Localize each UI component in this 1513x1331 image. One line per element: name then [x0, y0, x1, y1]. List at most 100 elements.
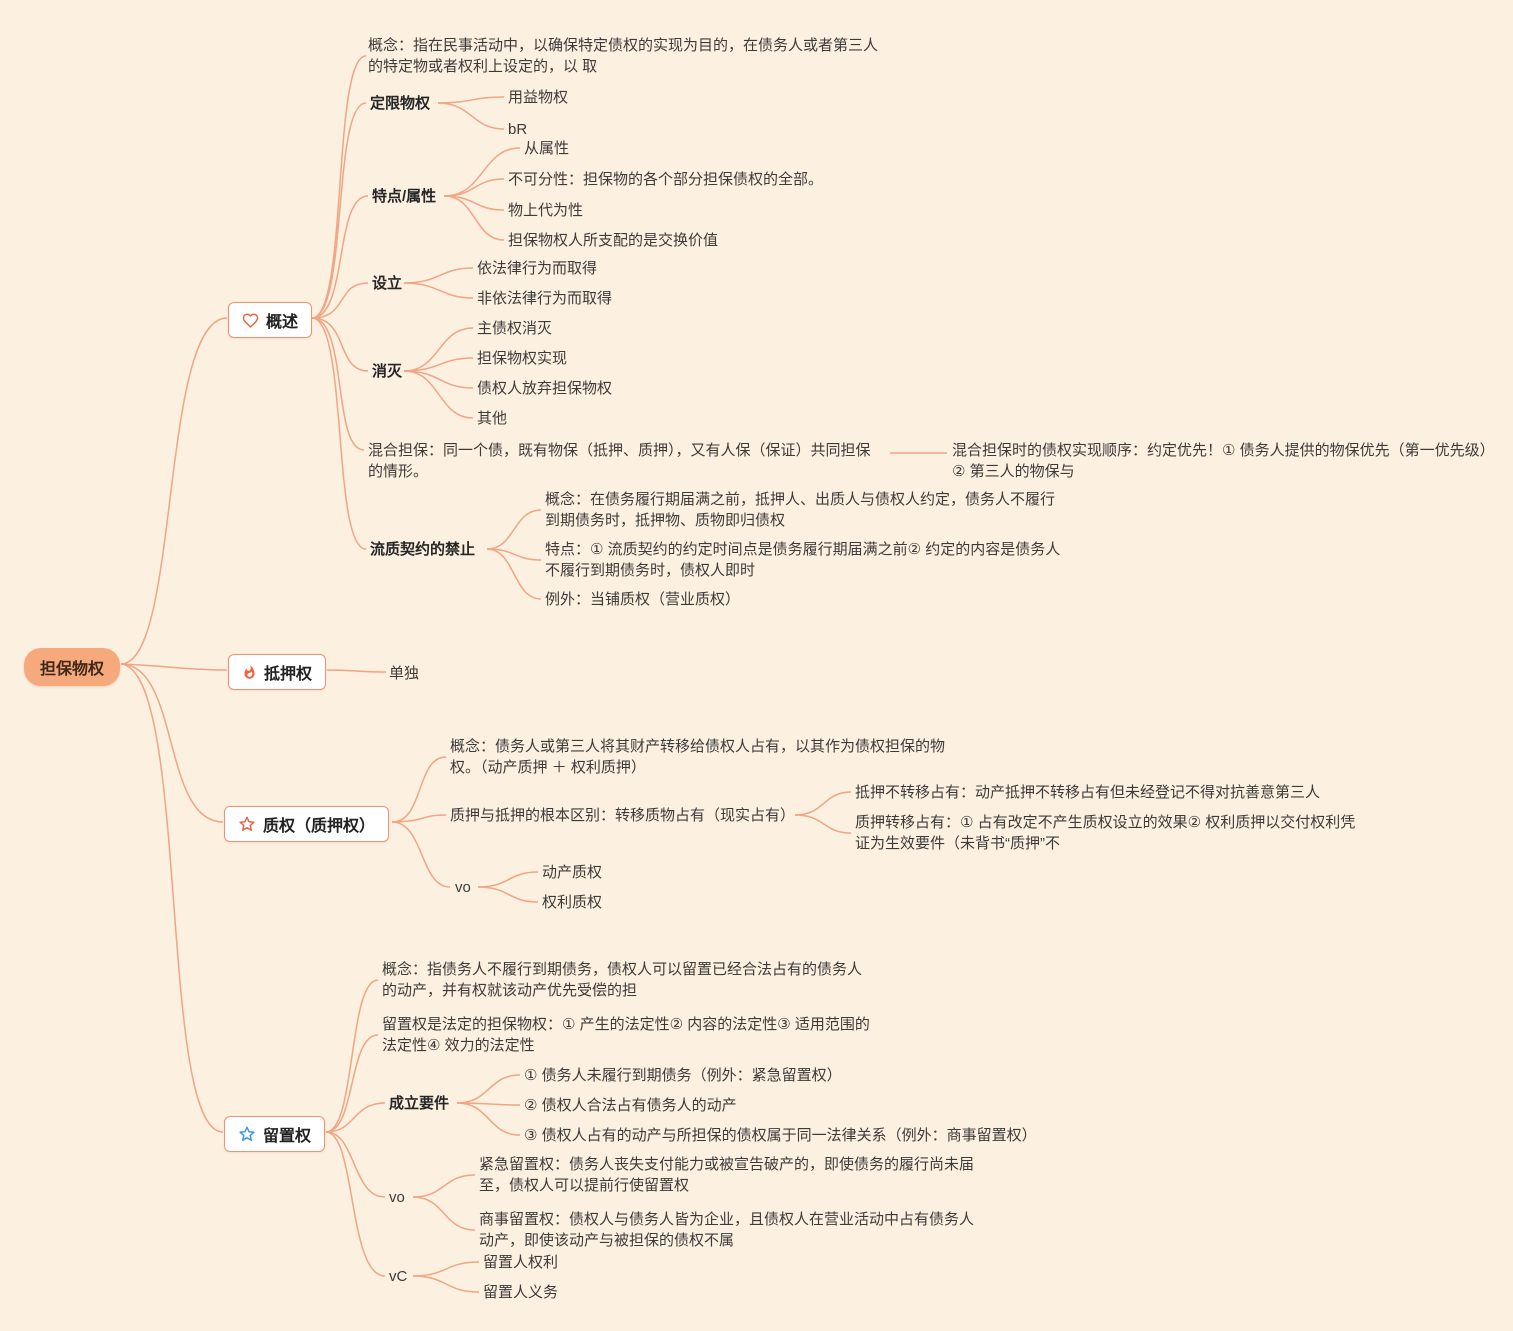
node-commercial-lien[interactable]: 商事留置权：债权人与债务人皆为企业，且债权人在营业活动中占有债务人动产，即使该动… — [479, 1211, 975, 1249]
node-lien-req-1[interactable]: ① 债务人未履行到期债务（例外：紧急留置权） — [524, 1067, 842, 1084]
root-label: 担保物权 — [40, 661, 105, 678]
node-features[interactable]: 特点/属性 — [372, 188, 437, 205]
node-urgent-lien[interactable]: 紧急留置权：债务人丧失支付能力或被宣告破产的，即使债务的履行尚未届至，债权人可以… — [479, 1156, 975, 1194]
node-overview-concept[interactable]: 概念：指在民事活动中，以确保特定债权的实现为目的，在债务人或者第三人的特定物或者… — [368, 37, 879, 75]
node-mixed-guarantee[interactable]: 混合担保：同一个债，既有物保（抵押、质押），又有人保（保证）共同担保的情形。 — [368, 442, 871, 480]
connector-line — [412, 1196, 476, 1231]
node-pledge-concept[interactable]: 概念：债务人或第三人将其财产转移给债权人占有，以其作为债权担保的物权。（动产质押… — [450, 738, 946, 776]
connector-line — [311, 317, 369, 372]
connector-line — [486, 548, 542, 600]
topic-overview[interactable]: 概述 — [228, 302, 313, 338]
connector-line — [120, 317, 228, 665]
connector-line — [794, 814, 852, 834]
node-pledge-types[interactable]: vo — [455, 879, 471, 896]
root-node[interactable]: 担保物权 — [24, 648, 121, 686]
connector-line — [403, 282, 474, 299]
connector-line — [391, 814, 447, 823]
connector-line — [437, 102, 505, 130]
topic-overview-label: 概述 — [266, 314, 299, 331]
connector-line — [391, 821, 451, 888]
node-principal-claim-ends[interactable]: 主债权消灭 — [477, 320, 553, 337]
connector-line — [443, 178, 505, 197]
connector-line — [391, 756, 447, 823]
connector-line — [311, 102, 367, 319]
connector-line — [325, 1034, 379, 1133]
connector-line — [120, 663, 228, 671]
connector-line — [477, 886, 539, 903]
node-lienor-rights[interactable]: 留置人权利 — [483, 1254, 559, 1271]
connector-line — [477, 871, 539, 888]
connector-line — [403, 327, 474, 372]
node-right-realized[interactable]: 担保物权实现 — [477, 350, 568, 367]
connector-line — [120, 663, 224, 823]
node-creditor-waives[interactable]: 债权人放弃担保物权 — [477, 380, 613, 397]
node-lien-rights[interactable]: vC — [389, 1268, 408, 1285]
connector-line — [403, 370, 474, 389]
connector-line — [456, 1074, 521, 1104]
node-subrogation[interactable]: 物上代为性 — [508, 202, 584, 219]
node-pledge-difference[interactable]: 质押与抵押的根本区别：转移质物占有（现实占有） — [450, 807, 796, 824]
connector-line — [403, 357, 474, 372]
node-lienor-obligations[interactable]: 留置人义务 — [483, 1284, 559, 1301]
topic-mortgage[interactable]: 抵押权 — [228, 654, 327, 690]
node-movable-pledge[interactable]: 动产质权 — [542, 864, 603, 881]
connector-line — [443, 195, 505, 241]
node-mixed-guarantee-order[interactable]: 混合担保时的债权实现顺序：约定优先！① 债务人提供的物保优先（第一优先级） ② … — [952, 442, 1495, 480]
node-lien-types[interactable]: vo — [389, 1189, 405, 1206]
connector-line — [325, 1102, 386, 1133]
connector-line — [311, 317, 365, 451]
connector-line — [120, 663, 224, 1133]
node-mortgage-single[interactable]: 单独 — [389, 665, 420, 682]
node-lien-req-3[interactable]: ③ 债权人占有的动产与所担保的债权属于同一法律关系（例外：商事留置权） — [524, 1127, 1037, 1144]
node-mortgage-no-transfer[interactable]: 抵押不转移占有：动产抵押不转移占有但未经登记不得对抗善意第三人 — [855, 784, 1321, 801]
connector-line — [325, 1131, 386, 1277]
connector-line — [412, 1275, 480, 1293]
node-exchange-value[interactable]: 担保物权人所支配的是交换价值 — [508, 232, 719, 249]
node-extinguish[interactable]: 消灭 — [372, 363, 403, 380]
connector-line — [403, 370, 474, 419]
star-icon-blue — [238, 1125, 256, 1143]
connector-line — [325, 1131, 386, 1198]
connector-line — [443, 147, 521, 197]
connector-line — [437, 96, 505, 104]
node-limited-property-right[interactable]: 定限物权 — [370, 95, 431, 112]
connector-line — [412, 1174, 476, 1198]
star-icon-red — [238, 815, 256, 833]
node-other[interactable]: 其他 — [477, 410, 508, 427]
node-not-by-legal-act[interactable]: 非依法律行为而取得 — [477, 290, 613, 307]
node-forfeiture-feature[interactable]: 特点：① 流质契约的约定时间点是债务履行期届满之前② 约定的内容是债务人不履行到… — [545, 541, 1061, 579]
node-establish[interactable]: 设立 — [372, 275, 403, 292]
topic-lien[interactable]: 留置权 — [224, 1116, 326, 1152]
node-indivisibility[interactable]: 不可分性：担保物的各个部分担保债权的全部。 — [508, 171, 824, 188]
topic-pledge[interactable]: 质权（质押权） — [224, 806, 390, 842]
connector-line — [311, 282, 369, 319]
node-usufruct[interactable]: 用益物权 — [508, 89, 569, 106]
connector-line — [403, 267, 474, 284]
node-forfeiture-ban[interactable]: 流质契约的禁止 — [370, 541, 476, 558]
heart-icon — [242, 312, 259, 329]
topic-lien-label: 留置权 — [263, 1128, 312, 1145]
connector-line — [456, 1102, 521, 1136]
connector-line — [325, 979, 379, 1133]
connector-line — [311, 317, 367, 550]
node-accessory[interactable]: 从属性 — [524, 140, 570, 157]
node-forfeiture-concept[interactable]: 概念：在债务履行期届满之前，抵押人、出质人与债权人约定，债务人不履行到期债务时，… — [545, 491, 1056, 529]
node-lien-req-2[interactable]: ② 债权人合法占有债务人的动产 — [524, 1097, 737, 1114]
node-lien-concept[interactable]: 概念：指债务人不履行到期债务，债权人可以留置已经合法占有的债务人的动产，并有权就… — [382, 961, 863, 999]
node-br[interactable]: bR — [508, 121, 528, 138]
node-forfeiture-exception[interactable]: 例外：当铺质权（营业质权） — [545, 591, 741, 608]
connector-line — [326, 669, 387, 673]
connector-line — [412, 1261, 480, 1277]
connector-line — [311, 195, 369, 319]
node-lien-requirements[interactable]: 成立要件 — [389, 1095, 450, 1112]
node-pledge-transfer[interactable]: 质押转移占有：① 占有改定不产生质权设立的效果② 权利质押以交付权利凭证为生效要… — [855, 814, 1356, 852]
flame-icon — [242, 664, 257, 681]
topic-pledge-label: 质权（质押权） — [263, 818, 376, 835]
node-by-legal-act[interactable]: 依法律行为而取得 — [477, 260, 598, 277]
topic-mortgage-label: 抵押权 — [264, 666, 313, 683]
node-lien-legal-nature[interactable]: 留置权是法定的担保物权：① 产生的法定性② 内容的法定性③ 适用范围的法定性④ … — [382, 1016, 870, 1054]
connector-line — [794, 791, 852, 816]
node-rights-pledge[interactable]: 权利质权 — [542, 894, 603, 911]
